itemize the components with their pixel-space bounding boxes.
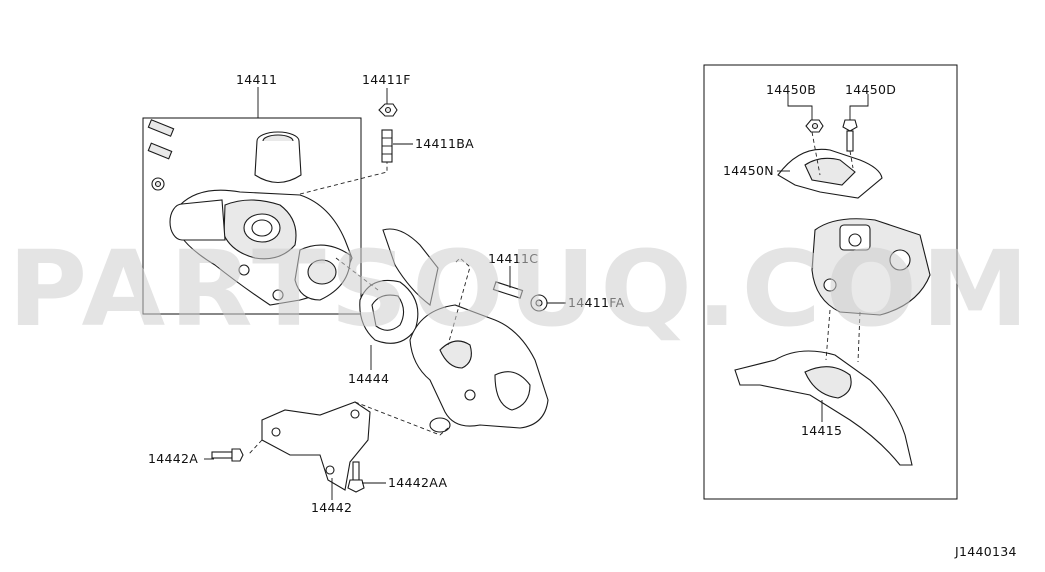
turbocharger-part[interactable] xyxy=(147,119,353,306)
gasket-part[interactable] xyxy=(359,279,419,344)
diagram-id: J1440134 xyxy=(954,544,1017,559)
bolt-icon[interactable] xyxy=(211,448,244,462)
callout-14411BA: 14411BA xyxy=(415,136,474,151)
callout-14411C: 14411C xyxy=(488,251,538,266)
callout-14442AA: 14442AA xyxy=(388,475,447,490)
upper-heat-shield-part[interactable] xyxy=(777,148,883,199)
stud-bolt-icon[interactable] xyxy=(381,129,393,163)
callout-14450N: 14450N xyxy=(723,163,774,178)
callout-14411FA: 14411FA xyxy=(568,295,625,310)
bolt-icon[interactable] xyxy=(842,119,858,152)
turbocharger-assembly-part[interactable] xyxy=(811,218,931,316)
bracket-part[interactable] xyxy=(261,401,371,491)
callout-14444: 14444 xyxy=(348,371,389,386)
stud-bolt-icon[interactable] xyxy=(492,281,524,299)
alignment-lines xyxy=(247,131,861,456)
heat-shield-part[interactable] xyxy=(382,228,439,306)
lower-heat-shield-part[interactable] xyxy=(734,350,913,466)
callout-14411: 14411 xyxy=(236,72,277,87)
callout-14411F: 14411F xyxy=(362,72,411,87)
callout-14450B: 14450B xyxy=(766,82,816,97)
exhaust-manifold-part[interactable] xyxy=(409,304,549,433)
heat-shield-inset-frame xyxy=(703,64,958,500)
leader-lines xyxy=(204,87,869,500)
stud-icon xyxy=(147,119,175,191)
bolt-icon[interactable] xyxy=(347,461,365,493)
nut-icon[interactable] xyxy=(805,119,824,133)
turbocharger-frame xyxy=(142,117,362,315)
nut-icon[interactable] xyxy=(378,103,398,117)
callout-14442: 14442 xyxy=(311,500,352,515)
flange-nut-icon[interactable] xyxy=(530,294,548,312)
watermark: PARTSOUQ.COM xyxy=(8,228,1033,350)
callout-14442A: 14442A xyxy=(148,451,198,466)
callout-14450D: 14450D xyxy=(845,82,896,97)
callout-14415: 14415 xyxy=(801,423,842,438)
